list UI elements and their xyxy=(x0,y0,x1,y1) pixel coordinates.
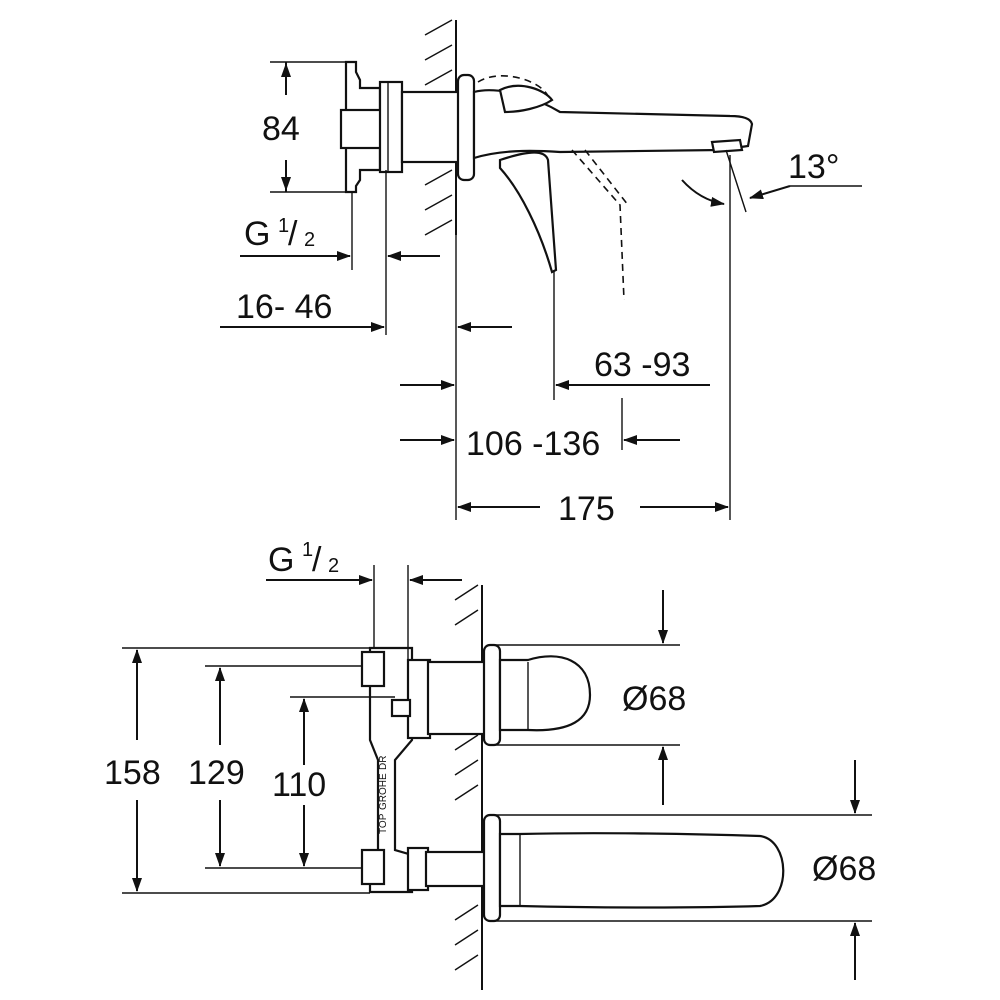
rosette-top xyxy=(482,643,502,747)
thread-den: 2 xyxy=(304,229,315,251)
concealed-body-side xyxy=(339,60,462,194)
lever-range-label: 63 -93 xyxy=(594,346,690,384)
body-marking-brand: GROHE xyxy=(378,773,389,810)
height-84-label: 84 xyxy=(262,110,300,148)
height-158-label: 158 xyxy=(104,754,161,792)
rosette-dia-top-label: Ø68 xyxy=(622,680,686,718)
thread-num: 1 xyxy=(278,215,289,237)
front-thread-den: 2 xyxy=(328,555,339,577)
rosette-bottom xyxy=(482,813,502,923)
thread-slash: / xyxy=(288,215,298,253)
rosette-side xyxy=(456,73,476,182)
lever-side xyxy=(498,84,554,114)
height-129-label: 129 xyxy=(188,754,245,792)
height-110-label: 110 xyxy=(272,766,326,804)
body-marking-dr: DR xyxy=(378,756,389,770)
rosette-dia-bottom-label: Ø68 xyxy=(812,850,876,888)
front-view: TOP GROHE DR G 1 / 2 158 129 xyxy=(104,539,876,990)
body-range-label: 106 -136 xyxy=(466,425,600,463)
front-thread-g-label: G xyxy=(268,541,294,579)
thread-g-label: G xyxy=(244,215,270,253)
angle-label: 13° xyxy=(788,148,839,186)
total-length-label: 175 xyxy=(558,490,615,528)
wall-hatch-bottom xyxy=(454,584,483,990)
handle-front xyxy=(498,655,592,732)
body-marking-top: TOP xyxy=(378,813,389,834)
side-view: 84 G 1 / 2 16- 46 63 -93 106 -136 175 xyxy=(220,19,862,528)
front-thread-slash: / xyxy=(312,541,322,579)
front-thread-num: 1 xyxy=(302,539,313,561)
spout-front xyxy=(498,832,785,909)
concealed-body-front: TOP GROHE DR xyxy=(360,646,488,894)
depth-range-label: 16- 46 xyxy=(236,288,332,326)
